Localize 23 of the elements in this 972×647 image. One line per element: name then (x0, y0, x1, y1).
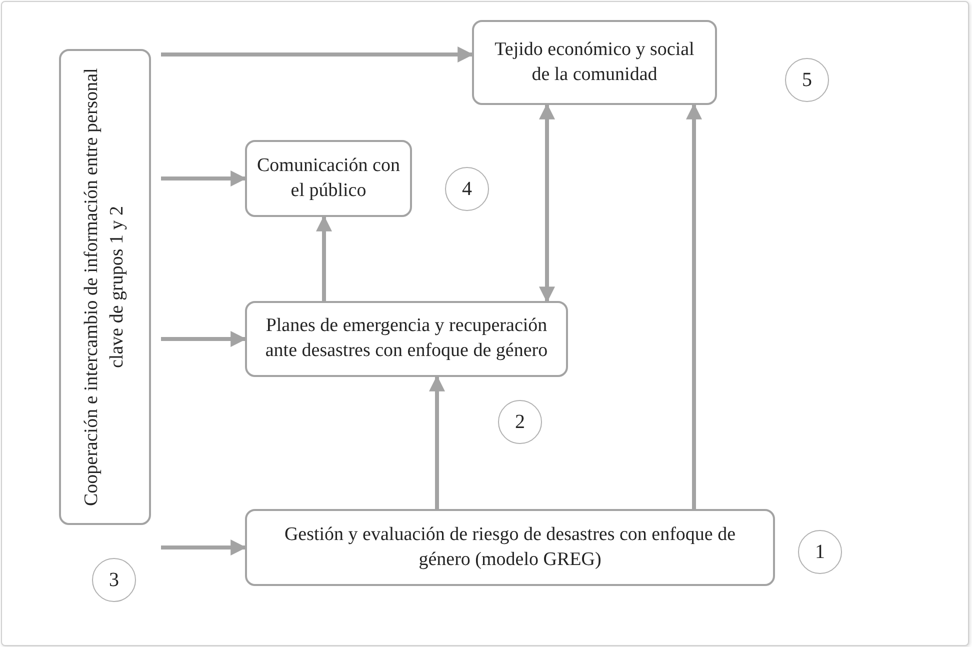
arrow (539, 103, 555, 303)
callout-number: 3 (92, 558, 136, 602)
process-box (472, 20, 717, 105)
process-box (245, 509, 775, 586)
arrow (686, 103, 702, 509)
box-label: Tejido económico y social de la comunidad (494, 38, 696, 86)
callout-number: 4 (445, 167, 489, 211)
box-label: Planes de emergencia y recuperación ante desastres con enfoque de género (264, 314, 549, 363)
callout-number: 2 (498, 400, 542, 444)
box-label: Gestión y evaluación de riesgo de desastres con enfoque de género (modelo GREG) (283, 522, 737, 572)
arrow (161, 170, 247, 186)
box-label: Cooperación e intercambio de información entre personal clave de grupos 1 y 2 (80, 67, 129, 508)
box-label: Comunicación con el público (257, 154, 400, 202)
process-box (245, 140, 412, 217)
arrow (161, 331, 247, 347)
arrow (316, 215, 332, 301)
arrow (161, 540, 247, 556)
process-box (245, 301, 568, 377)
process-box (59, 49, 151, 525)
callout-number: 5 (785, 58, 829, 102)
arrow (429, 375, 445, 509)
callout-number: 1 (798, 530, 842, 574)
arrow (161, 46, 474, 62)
